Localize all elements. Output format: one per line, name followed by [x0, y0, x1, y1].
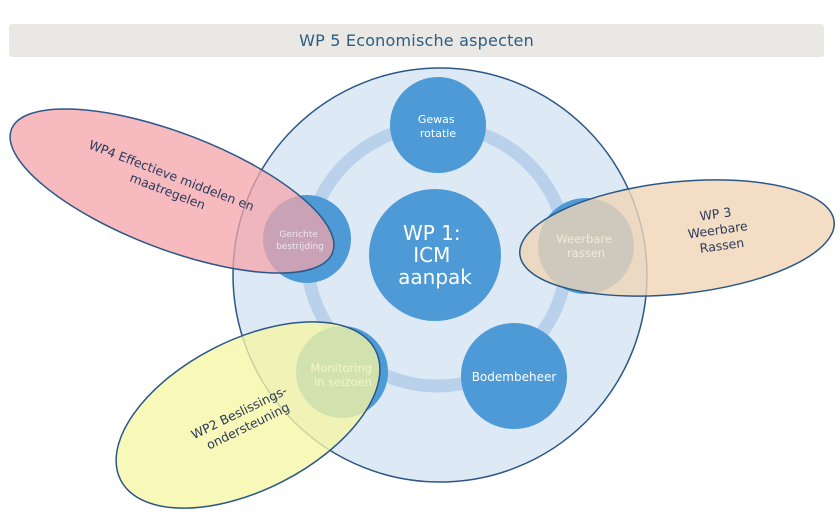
- wp4-ellipse: [9, 108, 335, 274]
- svg-text:Weerbare rassen: Weerbare rassen: [556, 232, 615, 260]
- center-label-2: ICM: [413, 243, 450, 267]
- bodem-label-1: Bodembeheer: [472, 370, 557, 384]
- svg-text:Gewas rotatie: Gewas rotatie: [418, 113, 458, 140]
- gewas-label-1: Gewas: [418, 113, 455, 126]
- gewas-label-2: rotatie: [420, 127, 456, 140]
- wp3-label-3: Rassen: [699, 235, 745, 256]
- svg-text:WP 1: ICM aanpak: WP 1: ICM aanpak: [398, 221, 472, 289]
- node-gewas-rotatie: [390, 77, 486, 173]
- gerichte-label-1: Gerichte: [279, 230, 318, 240]
- wp2-ellipse: [115, 321, 381, 509]
- weerbare-label-2: rassen: [567, 246, 605, 260]
- monitoring-label-1: Monitoring: [310, 361, 372, 375]
- center-node: [369, 189, 501, 321]
- gerichte-label-2: bestrijding: [276, 242, 324, 252]
- wp3-ellipse: [519, 179, 835, 297]
- svg-text:Monitoring in seizoen: Monitoring in seizoen: [310, 361, 375, 389]
- svg-text:Bodembeheer: Bodembeheer: [472, 370, 557, 384]
- center-label-3: aanpak: [398, 265, 472, 289]
- weerbare-label-1: Weerbare: [556, 232, 611, 246]
- svg-text:Gerichte bestrijding: Gerichte bestrijding: [276, 230, 324, 252]
- svg-text:WP 3 Weerbare Rassen: WP 3 Weerbare Rassen: [685, 202, 755, 257]
- center-label-1: WP 1:: [403, 221, 461, 245]
- monitoring-label-2: in seizoen: [314, 375, 372, 389]
- wp3-label-1: WP 3: [699, 204, 733, 223]
- wp5-title: WP 5 Economische aspecten: [299, 31, 534, 50]
- node-bodembeheer: [461, 323, 567, 429]
- wp5-banner: WP 5 Economische aspecten: [9, 24, 824, 57]
